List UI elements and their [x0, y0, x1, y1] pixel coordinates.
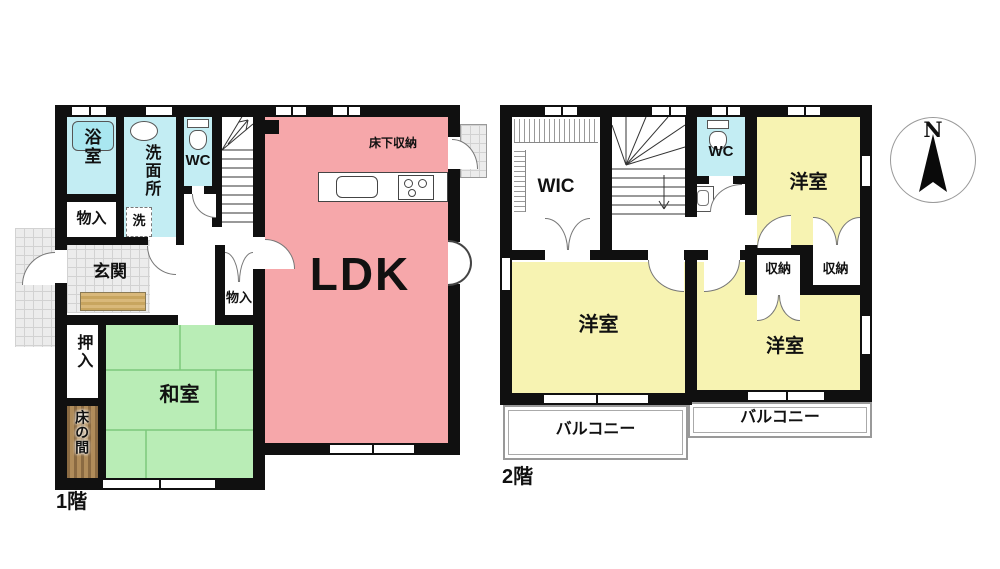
window — [330, 443, 414, 455]
kitchen-stove — [398, 175, 434, 200]
window — [712, 105, 740, 117]
bathtub — [72, 121, 114, 151]
balcony-right — [688, 402, 872, 438]
window — [748, 390, 824, 402]
floor2-label: 2階 — [502, 466, 534, 488]
window — [544, 393, 648, 405]
entrance-approach-tiles — [15, 228, 55, 347]
wic-double-doors — [545, 218, 590, 250]
wc-door-1f — [192, 194, 216, 218]
window — [103, 478, 215, 490]
wic-hanger-rail-side — [514, 150, 526, 212]
wc-1f-label: WC — [185, 152, 211, 169]
toilet-bowl-1f — [189, 130, 207, 150]
room-storage-2f-a — [757, 255, 800, 285]
storage-a-door-gap — [757, 285, 800, 295]
balcony-left — [503, 405, 688, 460]
window — [72, 105, 106, 117]
window — [860, 156, 872, 186]
staircase-1f-steps — [221, 109, 254, 223]
room-tokonoma — [67, 406, 98, 478]
room-western-sw — [512, 262, 685, 393]
window — [860, 316, 872, 354]
toilet-bowl-2f — [709, 131, 727, 150]
kitchen-sink — [336, 176, 378, 198]
western-se-label: 洋室 — [765, 336, 804, 357]
tatami-grid — [106, 325, 253, 478]
balcony-right-label: バルコニー — [740, 409, 820, 426]
window — [500, 258, 512, 290]
closet-label: 押入 — [74, 334, 92, 370]
wic-label: WIC — [537, 176, 575, 197]
front-door-opening — [55, 250, 67, 283]
window — [788, 105, 820, 117]
bath-label: 浴室 — [81, 128, 101, 166]
storage-b-doors-arcs — [813, 217, 860, 245]
room-wc-1f — [184, 117, 212, 186]
staircase-2f-steps — [611, 116, 686, 215]
balcony-left-label: バルコニー — [555, 421, 636, 438]
ldk-corner-pillar — [265, 120, 279, 134]
entrance-step — [80, 292, 146, 311]
ldk-door-opening — [253, 237, 265, 269]
storage-2f-a-label: 収納 — [764, 261, 791, 276]
wc-2f-label: WC — [708, 143, 734, 160]
storage-2f-b-label: 収納 — [822, 261, 849, 276]
washer-space — [126, 207, 152, 237]
western-ne-label: 洋室 — [789, 172, 828, 193]
western-sw-label: 洋室 — [578, 314, 619, 336]
room-ldk — [265, 117, 448, 443]
wic-hanger-rail — [514, 119, 598, 143]
bay-window — [448, 240, 472, 286]
window — [333, 105, 360, 117]
north-needle-icon — [919, 134, 947, 192]
storage-a-double-doors-2f — [757, 295, 800, 321]
storage-a-label: 物入 — [76, 210, 107, 227]
wc-door-2f — [710, 184, 742, 212]
storage-b-label: 物入 — [225, 290, 252, 305]
toilet-tank-2f — [707, 120, 729, 129]
burner-icon — [404, 179, 413, 188]
tokonoma-label: 床の間 — [74, 410, 91, 455]
compass-north-label: N — [923, 117, 943, 142]
room-closet — [67, 325, 98, 398]
washroom-label: 洗面所 — [142, 144, 160, 198]
room-storage-2f-b — [813, 255, 860, 285]
storage-b-double-doors — [225, 252, 253, 282]
room-storage-a — [67, 202, 116, 237]
toilet-tank-1f — [187, 119, 209, 128]
entrance-label: 玄関 — [93, 262, 127, 281]
washroom-door — [147, 246, 176, 275]
room-western-se-east — [803, 295, 860, 390]
window — [276, 105, 306, 117]
floor1-label: 1階 — [56, 491, 88, 513]
washbasin-sink — [130, 121, 158, 141]
ldk-label: LDK — [309, 248, 411, 300]
burner-icon — [408, 189, 416, 197]
underfloor-storage-label: 床下収納 — [368, 136, 417, 150]
window — [146, 105, 172, 117]
window — [545, 105, 577, 117]
burner-icon — [418, 179, 427, 188]
window — [652, 105, 686, 117]
washer-label: 洗 — [132, 213, 146, 228]
japanese-room-label: 和室 — [159, 384, 200, 406]
